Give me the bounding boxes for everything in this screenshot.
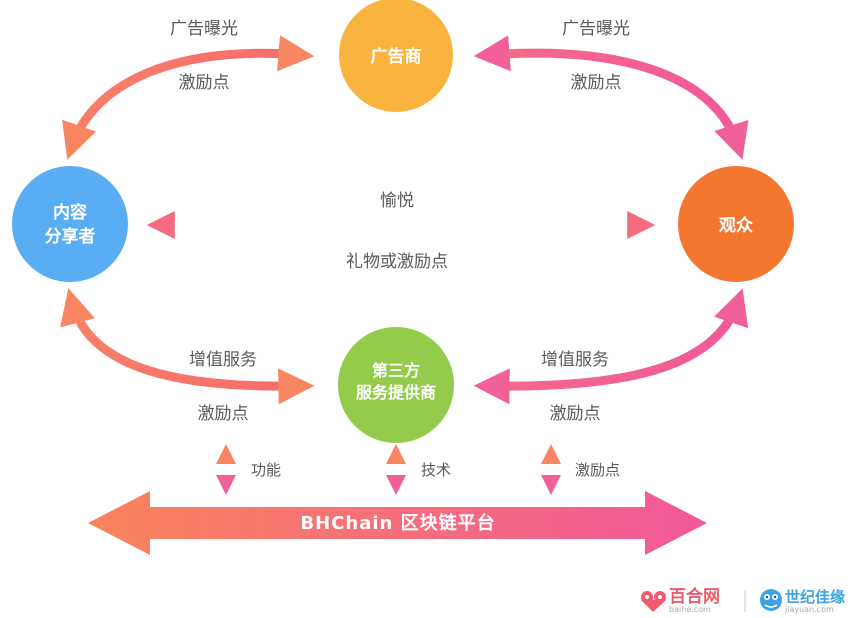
baihe-logo-name: 百合网 <box>669 586 720 607</box>
baihe-logo: 百合网 baihe.com <box>669 588 720 614</box>
platform-link-label-left: 功能 <box>251 461 281 479</box>
edge-label-middle-upper: 愉悦 <box>380 191 414 211</box>
advertiser-label: 广告商 <box>371 46 422 67</box>
edge-label-top-right-lower: 激励点 <box>571 73 622 93</box>
jiayuan-logo: 世纪佳缘 jiayuan.com <box>785 588 845 614</box>
edge-label-top-right-upper: 广告曝光 <box>562 19 630 39</box>
edge-label-bottom-right-lower: 激励点 <box>550 404 601 424</box>
platform-arrow <box>88 491 707 555</box>
arrow-sharer-to-third-party <box>60 288 315 405</box>
edge-label-top-left-upper: 广告曝光 <box>170 19 238 39</box>
edge-label-bottom-left-lower: 激励点 <box>198 404 249 424</box>
edge-label-bottom-left-upper: 增值服务 <box>189 350 257 370</box>
baihe-logo-icon <box>641 591 666 612</box>
content-sharer-label-line1: 内容 <box>53 202 87 223</box>
edge-label-top-left-lower: 激励点 <box>179 73 230 93</box>
third-party-label-line2: 服务提供商 <box>356 383 436 402</box>
audience-node <box>678 166 794 282</box>
jiayuan-logo-name: 世纪佳缘 <box>785 587 846 606</box>
platform-link-label-center: 技术 <box>421 461 451 479</box>
audience-label: 观众 <box>718 215 754 236</box>
edge-label-middle-lower: 礼物或激励点 <box>346 252 448 272</box>
platform-label: BHChain 区块链平台 <box>300 512 495 534</box>
arrow-audience-to-third-party <box>473 288 749 405</box>
advertiser-node <box>339 0 453 112</box>
third-party-node <box>338 327 454 443</box>
content-sharer-node <box>12 166 128 282</box>
third-party-label-line1: 第三方 <box>372 361 420 380</box>
jiayuan-logo-domain: jiayuan.com <box>785 604 834 614</box>
platform-link-label-right: 激励点 <box>575 461 620 479</box>
jiayuan-logo-icon <box>760 589 782 611</box>
content-sharer-label-line2: 分享者 <box>45 226 96 247</box>
arrow-advertiser-to-sharer <box>62 35 315 160</box>
baihe-logo-domain: baihe.com <box>669 604 711 614</box>
arrow-advertiser-to-audience <box>473 35 749 160</box>
edge-label-bottom-right-upper: 增值服务 <box>541 350 609 370</box>
